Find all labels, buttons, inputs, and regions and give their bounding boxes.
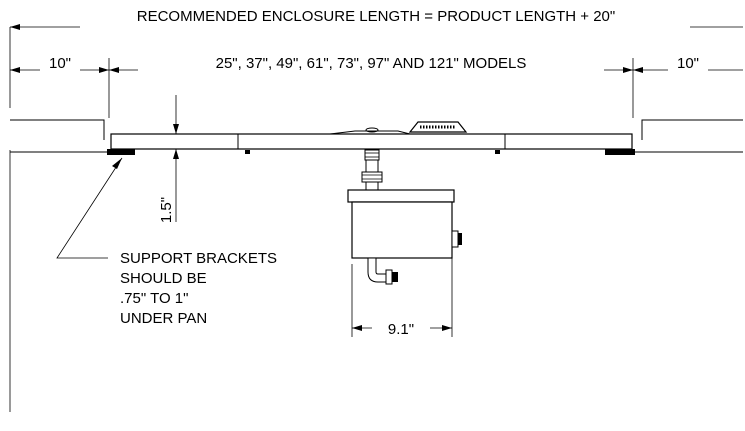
enclosure-countertop (10, 119, 743, 153)
left-clearance-label: 10" (49, 55, 71, 72)
box-width-label: 9.1" (388, 321, 414, 338)
drip-pan (110, 121, 633, 154)
dimension-arrow-icon (99, 67, 109, 73)
bracket-note-line-2: SHOULD BE (120, 270, 207, 287)
pan-height-label: 1.5" (158, 197, 175, 223)
bracket-note-line-3: .75" TO 1" (120, 290, 188, 307)
overall-dimension: RECOMMENDED ENCLOSURE LENGTH = PRODUCT L… (10, 8, 743, 30)
dimension-arrow-icon (633, 67, 643, 73)
dimension-arrow-icon (623, 67, 633, 73)
dimension-arrow-icon (10, 67, 20, 73)
dimension-arrow-icon (442, 325, 452, 331)
dimension-arrow-icon (173, 149, 179, 159)
right-clearance-label: 10" (677, 55, 699, 72)
drain-assembly (361, 149, 383, 191)
bracket-note-line-4: UNDER PAN (120, 310, 207, 327)
bracket-note: SUPPORT BRACKETS SHOULD BE .75" TO 1" UN… (56, 157, 277, 327)
dimension-arrow-icon (112, 158, 122, 169)
models-label: 25", 37", 49", 61", 73", 97" AND 121" MO… (216, 55, 527, 72)
pump-box (347, 189, 462, 285)
clearance-dimensions: 10" 25", 37", 49", 61", 73", 97" AND 121… (10, 54, 743, 73)
overall-dimension-label: RECOMMENDED ENCLOSURE LENGTH = PRODUCT L… (137, 8, 615, 25)
dimension-arrow-icon (352, 325, 362, 331)
support-bracket-right (605, 149, 635, 155)
dimension-arrow-icon (173, 124, 179, 134)
pan-height-dimension: 1.5" (158, 95, 179, 223)
support-bracket-left (107, 149, 135, 155)
dimension-arrow-icon (10, 24, 20, 30)
box-width-dimension: 9.1" (351, 258, 453, 338)
dimension-arrow-icon (109, 67, 119, 73)
bracket-note-line-1: SUPPORT BRACKETS (120, 250, 277, 267)
